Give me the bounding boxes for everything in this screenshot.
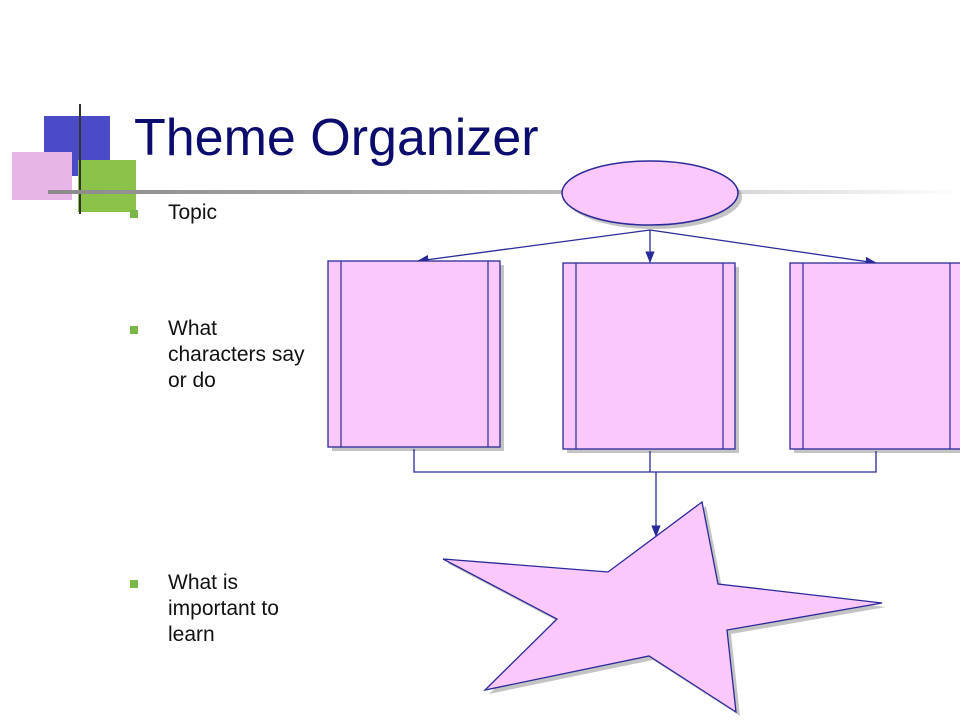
slide-title: Theme Organizer <box>134 109 539 167</box>
deco-square-green <box>78 160 136 212</box>
topic-oval <box>561 160 742 229</box>
oval-to-box-arrows <box>416 229 878 267</box>
square-bullet-icon <box>130 210 138 218</box>
star-shape <box>442 500 886 716</box>
bullet-text: What is important to learn <box>168 571 279 646</box>
bullet-text: What characters say or do <box>168 317 305 392</box>
title-rule <box>48 190 960 194</box>
arrow-to-box-right <box>649 229 878 267</box>
square-bullet-icon <box>130 580 138 588</box>
connector-bar <box>413 449 877 473</box>
square-bullet-icon <box>130 326 138 334</box>
arrow-to-box-left <box>416 229 651 265</box>
box-right <box>789 262 960 453</box>
bullet-text: Topic <box>168 201 218 224</box>
box-center <box>562 262 739 453</box>
box-left <box>327 260 504 451</box>
box-to-star-connectors <box>413 449 877 538</box>
